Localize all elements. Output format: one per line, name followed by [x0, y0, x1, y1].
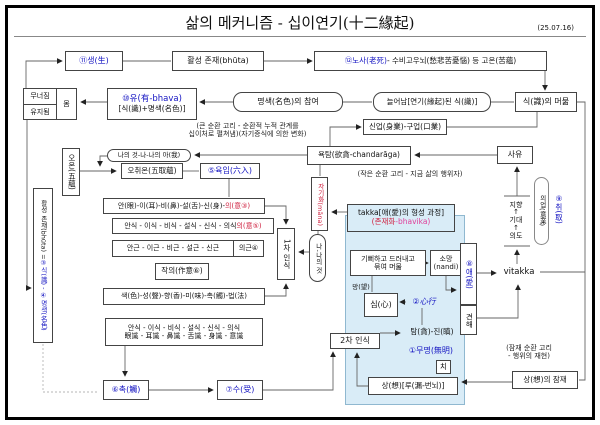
node-latent-perception: 상(想)의 잠재: [512, 371, 578, 389]
node-increased-consciousness: 늘어남[연기(緣起)된 식(識)]: [373, 92, 491, 112]
node-attention: 작의(作意⑥): [155, 263, 209, 280]
node-mind-faculty: 의근④: [233, 240, 264, 257]
node-mind-sankhara: ②心行: [412, 297, 436, 307]
node-six-consciousness-row: 안식 - 이식 - 비식 - 설식 - 신식 - 의식 의(意⑤): [112, 218, 274, 234]
node-bhuta: 활성 존재(bhūta): [172, 51, 264, 71]
up-arrow-icon: ↑: [513, 223, 519, 232]
node-maintain: 유지됨: [24, 103, 56, 120]
node-mind: 심(心): [364, 293, 398, 317]
node-chanda-raga: 욕탐(欲貪-chandarāga): [307, 146, 411, 165]
node-greed-hate: 탐(貪)-진(瞋): [410, 326, 454, 336]
node-clinging: ⑨취(取): [554, 194, 564, 224]
node-five-clinging-aggregates: 오취온(五取蘊): [121, 163, 183, 179]
node-six-organs-row: 안(眼)-이(耳)-비(鼻)-설(舌)-신(身)-의(意③): [103, 198, 265, 214]
node-thought: 사유: [497, 146, 533, 164]
node-aging-death: ⑫노사(老死) - 수비고우뇌(愁悲苦憂惱) 등 고온(苦蘊): [314, 51, 547, 71]
node-six-sense-bases: ⑤육입(六入): [200, 163, 260, 179]
outer-border: [5, 5, 595, 420]
title-underline: [14, 36, 586, 37]
node-craving: ⑧애(愛): [460, 243, 477, 305]
date-label: (25.07.16): [537, 24, 574, 32]
caption-latent-loop: (잠재 순환 고리 - 행위의 재현): [506, 343, 552, 360]
node-six-consciousness-hanja-row: 안식 - 이식 - 비식 - 설식 - 신식 - 의식 眼識 - 耳識 - 鼻識…: [105, 318, 263, 346]
node-becoming: ⑩유(有-bhava) [식(識)+명색(名色)]: [107, 88, 197, 120]
node-body-table: 무너짐 유지됨 몸: [23, 88, 77, 120]
node-mang-tag: 망(望): [352, 283, 370, 292]
node-feeling: ⑦수(受): [217, 380, 263, 400]
node-second-cognition: 2차 인식: [330, 333, 380, 349]
node-body: 몸: [56, 89, 76, 119]
node-namarupa-participation: 명색(名色)의 참여: [233, 92, 343, 112]
node-contact: ⑥촉(觸): [103, 380, 149, 400]
node-five-aggregates: 오온(五蘊): [62, 148, 80, 196]
node-takka-title: takka[애(愛)의 형성 과정] (존재화-bhavika): [347, 204, 455, 232]
node-birth: ⑪생(生): [65, 51, 123, 71]
node-me-and-mine: 나-나의 것: [309, 234, 326, 282]
node-bodily-verbal-karma: 신업(身業)-구업(口業): [363, 119, 447, 135]
page-title: 삶의 메커니즘 - 십이연기(十二緣起): [185, 14, 415, 32]
caption-small-loop: (작은 순환 고리 - 지금 삶의 행위자): [357, 169, 463, 178]
node-mental-karma: 의업(意業): [534, 177, 549, 245]
node-ignorance: ①무명(無明): [408, 345, 454, 355]
node-bhuta-consciousness-namarupa: 활성 존재(bhūta) = ③식(識) - ④명색(名色): [33, 188, 53, 343]
node-nandi: 소망 (nandi): [430, 250, 462, 276]
node-intention-stack: 지향 ↑ 기대 ↑ 의도: [509, 200, 523, 240]
node-vitakka: vitakka: [503, 266, 535, 277]
caption-big-loop: (큰 순환 고리 - 순환적 누적 관계를 십이처로 펼쳐냄)(자기증식에 의한…: [188, 121, 307, 138]
up-arrow-icon: ↑: [513, 208, 519, 217]
node-delusion: 치: [436, 360, 451, 374]
node-consciousness-stay: 식(識)의 머묾: [515, 92, 577, 112]
node-delight-dwell: 기뻐하고 드러내고 묶여 머묾: [350, 250, 426, 276]
node-five-faculties-row: 안근 - 이근 - 비근 - 설근 - 신근: [112, 240, 234, 257]
node-decay: 무너짐: [30, 92, 50, 101]
node-six-objects-row: 색(色)-성(聲)-향(香)-미(味)-촉(觸)-법(法): [103, 288, 265, 305]
node-perception-taint: 상(想)[루(漏-번뇌)]: [368, 377, 458, 395]
node-view: 견해: [460, 305, 477, 335]
node-first-cognition: 1차 인식: [277, 228, 295, 280]
node-mine-me-self: 나의 것-나-나의 아(我): [107, 149, 191, 162]
node-self-identification: 자기화(māna): [311, 177, 328, 231]
